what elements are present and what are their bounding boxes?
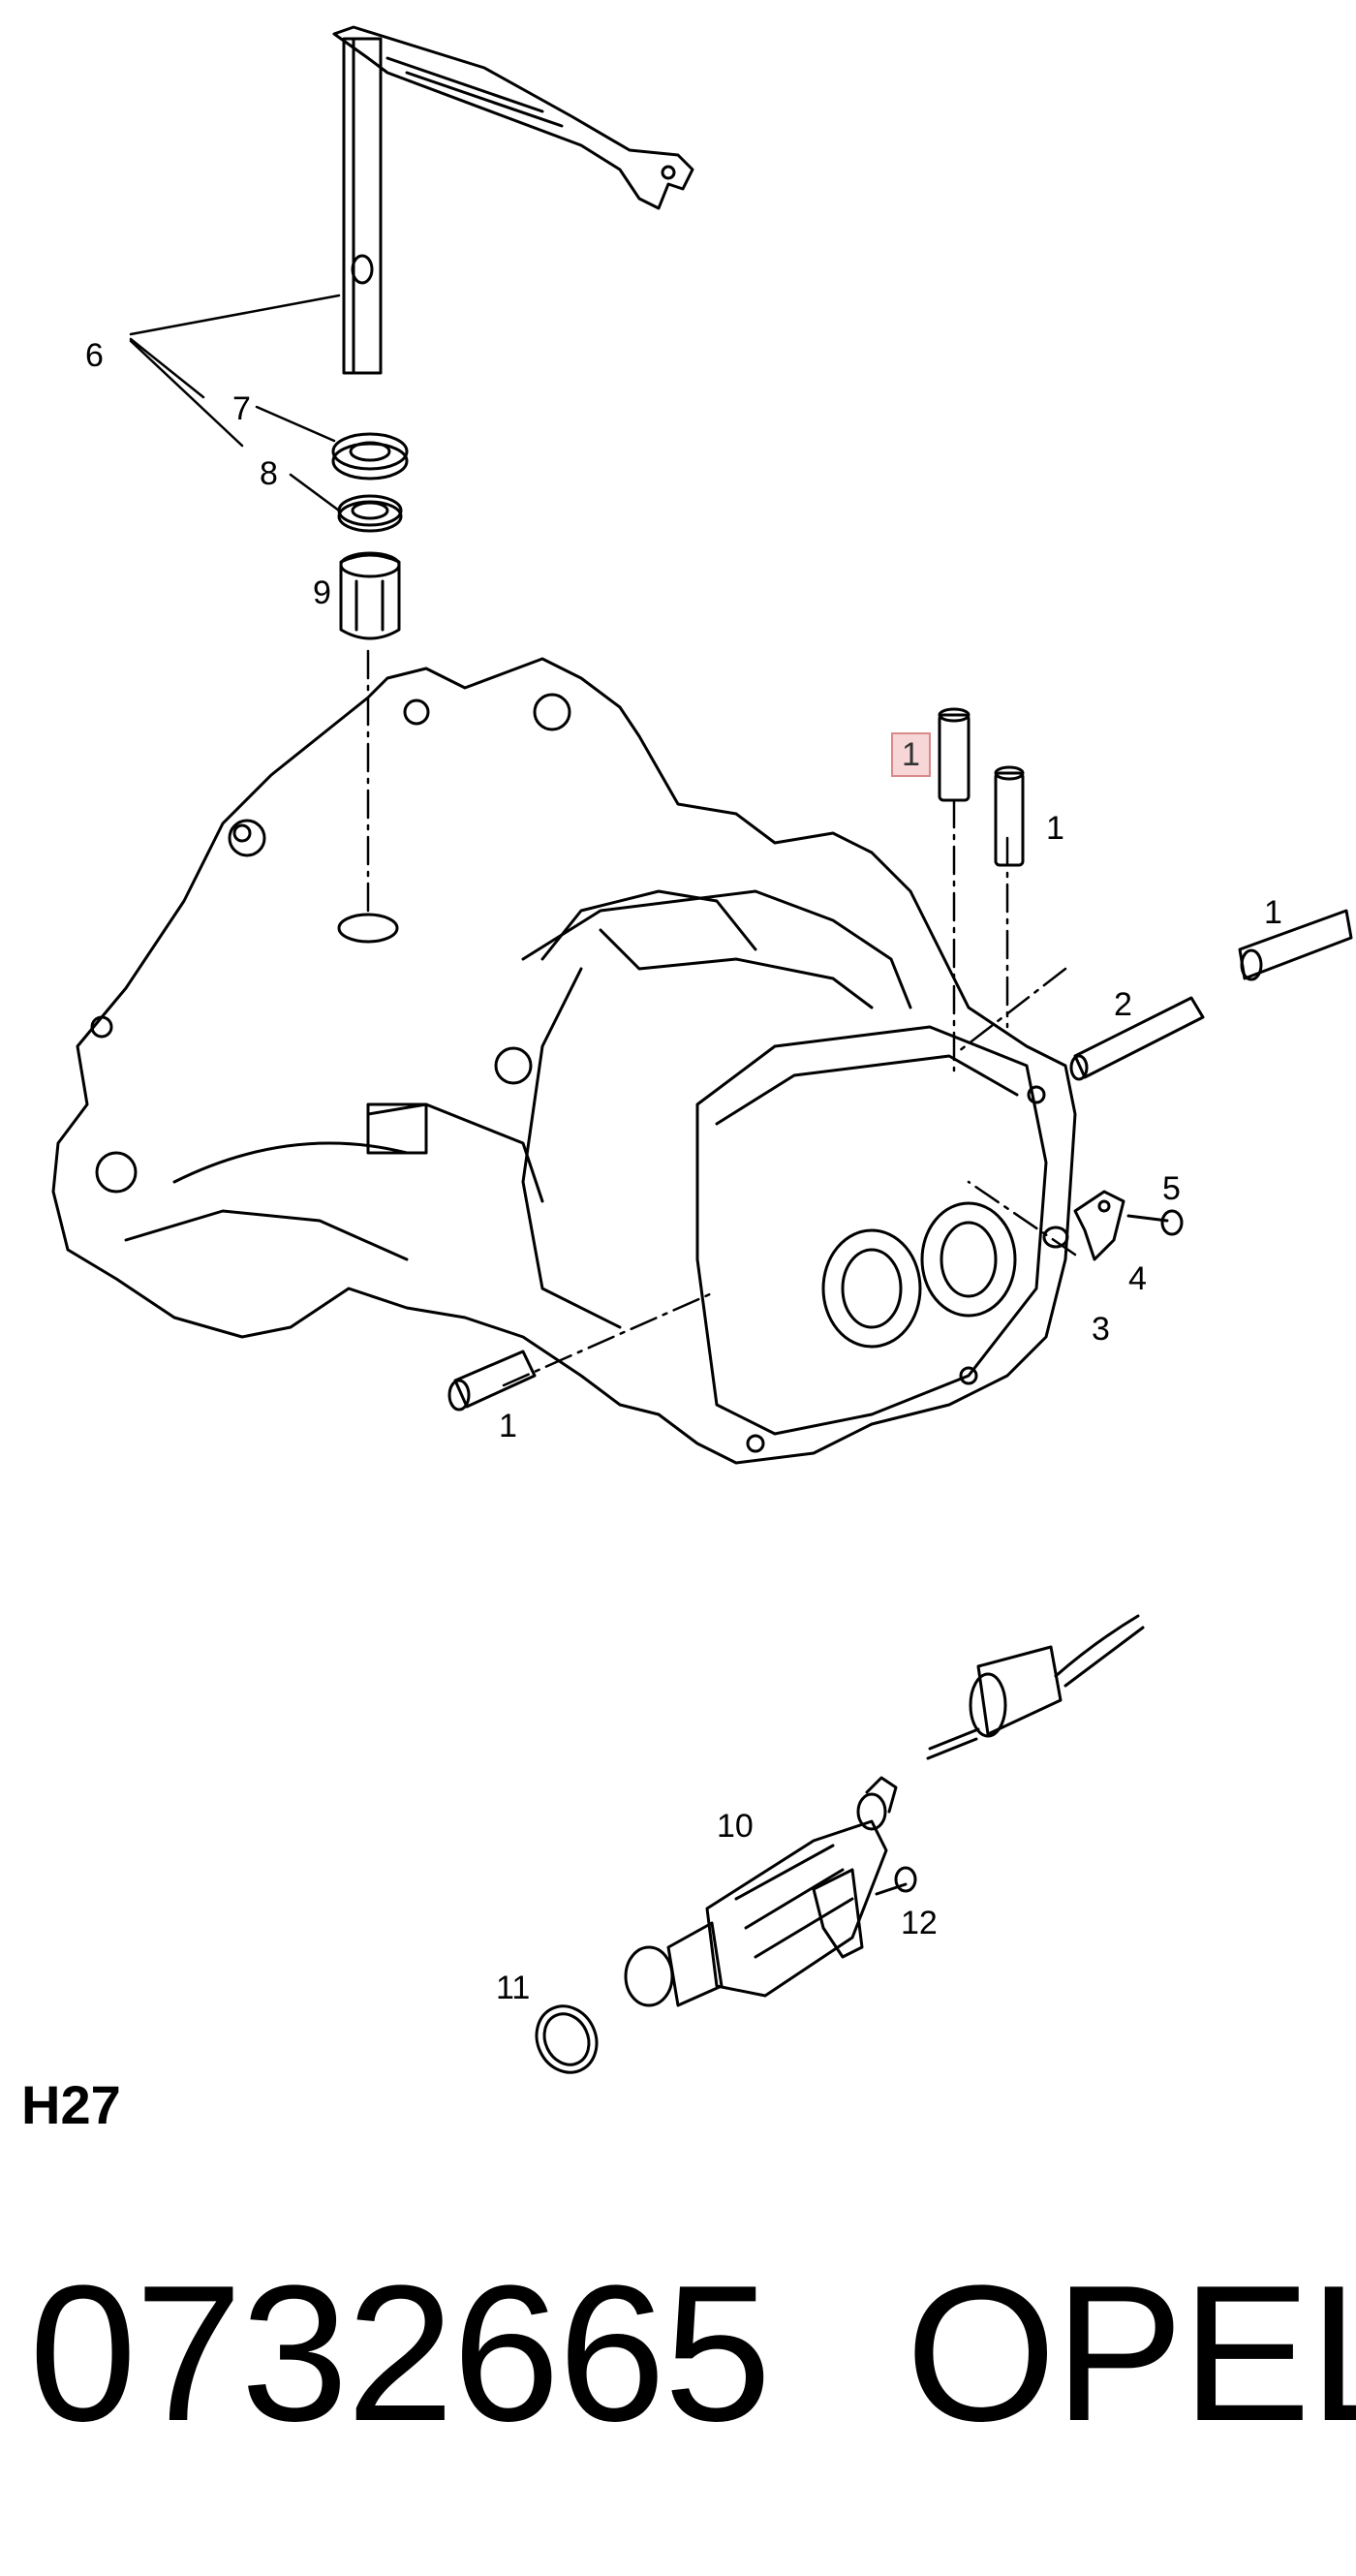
callout-1-far-right: 1 bbox=[1264, 894, 1282, 931]
callout-leader-lines bbox=[129, 294, 341, 512]
callout-10: 10 bbox=[717, 1808, 754, 1845]
callout-3: 3 bbox=[1092, 1311, 1110, 1348]
pin-1-lower-left-drawing bbox=[447, 1350, 537, 1412]
pin-1-highlighted-drawing bbox=[938, 707, 971, 802]
assembly-guide-lines bbox=[366, 649, 1077, 1387]
seal-7-drawing bbox=[331, 432, 409, 481]
shift-linkage-drawing bbox=[332, 25, 694, 375]
callout-7: 7 bbox=[232, 390, 251, 427]
speedometer-cable-drawing bbox=[926, 1614, 1145, 1760]
callout-4: 4 bbox=[1128, 1260, 1147, 1297]
o-ring-11-drawing bbox=[535, 2004, 599, 2074]
callout-8: 8 bbox=[260, 455, 278, 492]
callout-1-lower-left: 1 bbox=[499, 1408, 517, 1444]
callout-11: 11 bbox=[496, 1970, 531, 2006]
callout-6: 6 bbox=[85, 337, 104, 374]
callout-1-highlighted[interactable]: 1 bbox=[891, 732, 931, 777]
callout-12: 12 bbox=[901, 1905, 938, 1941]
callout-2: 2 bbox=[1114, 986, 1132, 1023]
screw-5-drawing bbox=[1126, 1209, 1184, 1236]
callout-9: 9 bbox=[313, 574, 331, 611]
pin-1-far-right-drawing bbox=[1238, 909, 1353, 981]
part-number: 0732665 bbox=[29, 2246, 772, 2462]
brand-name: OPEL bbox=[906, 2246, 1356, 2462]
bracket-4-drawing bbox=[1073, 1190, 1125, 1261]
ring-8-drawing bbox=[337, 494, 403, 533]
bush-9-drawing bbox=[339, 551, 401, 640]
plug-3-drawing bbox=[1042, 1226, 1069, 1249]
pin-1-right-drawing bbox=[994, 765, 1025, 867]
diagram-code-label: H27 bbox=[21, 2074, 121, 2135]
drive-gear-10-drawing bbox=[624, 1776, 898, 2007]
rod-2-drawing bbox=[1069, 996, 1205, 1081]
callout-5: 5 bbox=[1162, 1170, 1181, 1207]
gearbox-housing-drawing bbox=[51, 657, 1077, 1465]
callout-1-right: 1 bbox=[1046, 810, 1064, 847]
bolt-12-drawing bbox=[812, 1866, 917, 1959]
